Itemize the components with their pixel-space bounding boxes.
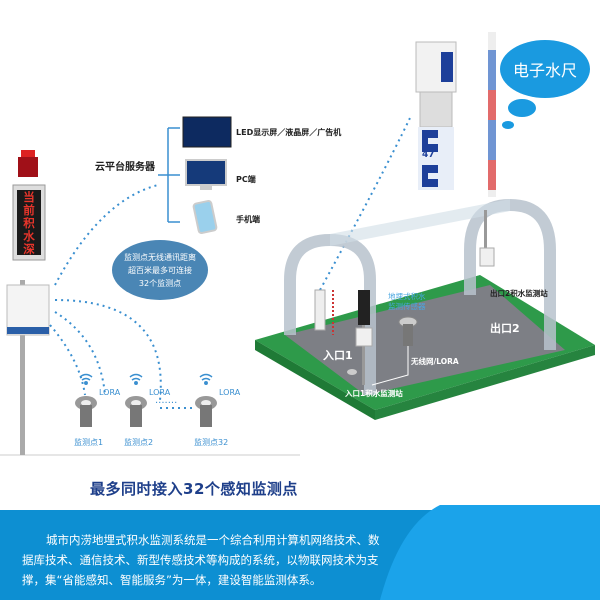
sensor-protocol: LORA [99, 388, 121, 397]
footer-curve [380, 505, 600, 600]
water-ruler-device [415, 41, 457, 190]
tunnel-scene [255, 198, 595, 420]
sensor-protocol: LORA [219, 388, 241, 397]
label-line: 地埋式积水 [388, 292, 426, 301]
label-line: 监测传感器 [388, 302, 426, 311]
monitoring-station [6, 150, 50, 455]
wifi-icons [79, 373, 213, 385]
sensor-name: 监测点2 [124, 438, 154, 447]
station1-label: 入口1积水监测站 [345, 389, 403, 398]
footer-description: 城市内涝地埋式积水监测系统是一个综合利用计算机网络技术、数据库技术、通信技术、新… [22, 533, 380, 587]
bubble-line: 超百米最多可连接 [128, 265, 192, 275]
wireless-links [49, 117, 411, 409]
sensor-name: 监测点32 [194, 438, 229, 447]
led-char: 前 [23, 203, 35, 217]
range-info-bubble: 监测点无线通讯距离 超百米最多可连接 32个监测点 [112, 240, 208, 300]
led-char: 水 [23, 229, 35, 243]
water-ruler-bubble: 电子水尺 [500, 40, 590, 98]
thought-dot [502, 121, 514, 129]
electronic-water-ruler-icon [488, 32, 496, 197]
ruler-number: 47 [422, 150, 435, 160]
headline: 最多同时接入32个感知监测点 [90, 480, 298, 498]
entrance-label: 入口1 [323, 349, 353, 362]
led-char: 积 [23, 216, 35, 230]
bubble-line: 32个监测点 [138, 278, 182, 288]
sensor-protocol: LORA [149, 388, 171, 397]
endpoint-mobile-label: 手机端 [236, 215, 260, 224]
station-led-display: 当 前 积 水 深 [17, 191, 41, 256]
buried-sensor-label: 地埋式积水 监测传感器 [388, 292, 426, 312]
sensor-name: 监测点1 [74, 438, 104, 447]
sensor-icons [75, 396, 217, 427]
exit-label: 出口2 [490, 322, 520, 335]
cloud-server-title: 云平台服务器 [95, 162, 155, 173]
phone-icon [192, 200, 218, 234]
pc-icon [185, 159, 227, 190]
led-char: 深 [23, 242, 35, 256]
thought-dot [508, 99, 536, 117]
bubble-line: 监测点无线通讯距离 [124, 252, 196, 262]
network-label: 无线网/LORA [411, 357, 459, 366]
led-char: 当 [23, 190, 35, 204]
led-screen-icon [182, 116, 232, 148]
endpoint-pc-label: PC端 [236, 175, 256, 184]
station2-label: 出口2积水监测站 [490, 289, 548, 298]
bracket [158, 127, 180, 223]
ellipsis-dots: ······· [155, 398, 178, 409]
endpoint-led-label: LED显示屏／液晶屏／广告机 [236, 128, 342, 137]
